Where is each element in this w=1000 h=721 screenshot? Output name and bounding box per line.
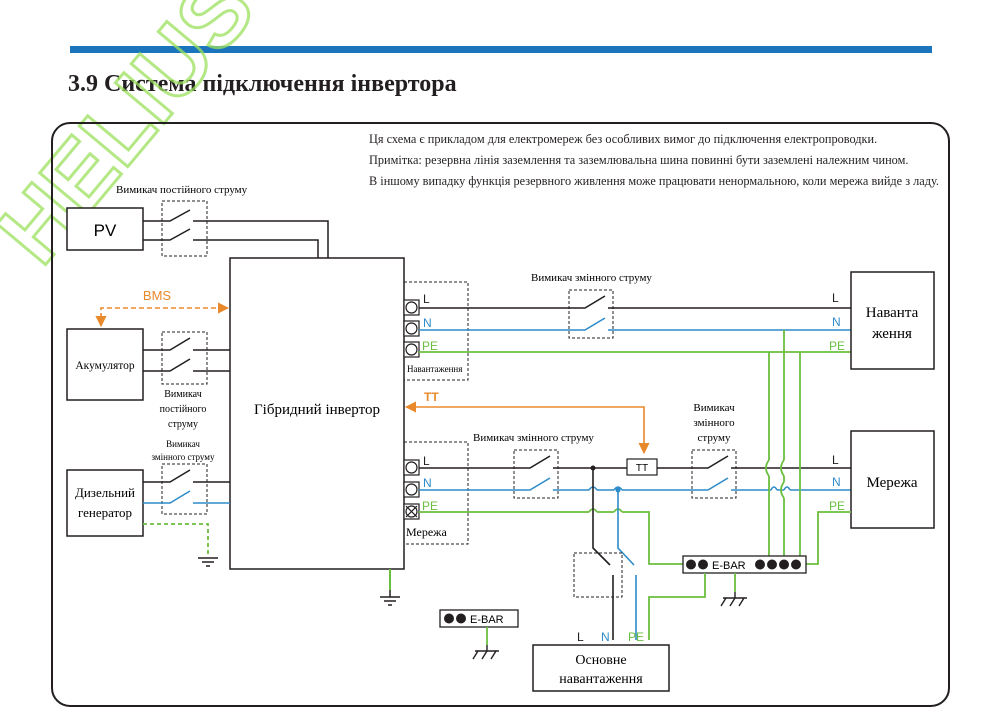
ebar-inverter-label: E-BAR: [470, 614, 504, 626]
ac-breaker-grid-inner-dashed: [513, 449, 559, 499]
bms-label: BMS: [143, 288, 172, 303]
grid-wire-PE: [419, 511, 683, 565]
main-load-N-tag: N: [601, 630, 610, 644]
grid-wire-N-tag: N: [832, 475, 841, 489]
ebar-grid: [682, 555, 807, 574]
main-load-L-tag: L: [577, 630, 584, 644]
load-port-L: L: [423, 292, 430, 306]
grid-port-L: L: [423, 454, 430, 468]
main-load-PE-tag: PE: [628, 630, 644, 644]
tt-link: [404, 401, 650, 455]
grid-terminals: [403, 459, 420, 520]
ebar-grid-ground-icon: [720, 592, 747, 607]
ac-breaker-load-label: Вимикач змінного струму: [531, 272, 652, 284]
dc-breaker-pv-switch: [143, 209, 329, 258]
grid-port-PE: PE: [422, 499, 438, 513]
ac-breaker-load-dashed: [568, 289, 614, 339]
battery-box: [66, 328, 144, 401]
grid-wire-L: [419, 455, 851, 469]
note-paragraph-1: Ця схема є прикладом для електромереж бе…: [369, 132, 878, 146]
load-box: [850, 271, 935, 370]
ac-breaker-grid-inner-label: Вимикач змінного струму: [473, 432, 594, 444]
section-accent-bar: [70, 46, 932, 53]
bms-link: [95, 302, 230, 328]
dc-breaker-pv-label: Вимикач постійного струму: [116, 184, 248, 196]
load-port-PE: PE: [422, 339, 438, 353]
dc-breaker-pv-dashed: [161, 200, 208, 257]
inverter-ground-icon: [380, 596, 400, 606]
grid-label: Мережа: [867, 475, 918, 491]
load-wire-N-tag: N: [832, 315, 841, 329]
ebar-grid-terminals: [686, 559, 801, 570]
load-wire-L: [419, 295, 851, 309]
load-wire-PE-tag: PE: [829, 339, 845, 353]
grid-box-pe-wire: [806, 511, 851, 565]
load-wire-N: [419, 317, 851, 331]
main-load-wire-N: [617, 490, 637, 640]
ac-breaker-main-load-dashed: [573, 552, 623, 598]
load-port-group-label: Навантаження: [407, 364, 462, 374]
ac-breaker-generator-switch: [143, 469, 230, 504]
dc-breaker-battery-switch: [143, 337, 230, 372]
ebar-inverter-terminals: [444, 613, 466, 624]
pv-box: [66, 207, 144, 251]
grid-port-N: N: [423, 476, 432, 490]
load-wire-L-tag: L: [832, 291, 839, 305]
note-paragraph-3: В іншому випадку функція резервного живл…: [369, 173, 939, 188]
pv-label: PV: [94, 221, 117, 240]
main-load-wire-L: [592, 468, 614, 640]
ebar-grid-label: E-BAR: [712, 560, 746, 572]
ac-breaker-generator-dashed: [161, 463, 208, 515]
load-terminals: [403, 299, 420, 358]
generator-ground-icon: [198, 557, 218, 567]
hybrid-inverter-box: [229, 257, 405, 570]
dc-breaker-battery-dashed: [161, 331, 208, 385]
diagram-frame: [51, 122, 950, 707]
grid-port-group-label: Мережа: [406, 525, 447, 539]
diagram-note: Ця схема є прикладом для електромереж бе…: [369, 129, 944, 191]
grid-box: [850, 430, 935, 529]
main-load-wire-PE: [648, 573, 706, 640]
battery-label: Акумулятор: [75, 360, 135, 372]
grid-wire-L-tag: L: [832, 453, 839, 467]
section-title: 3.9 Система підключення інвертора: [68, 71, 457, 97]
tt-label: TT: [424, 390, 439, 404]
grid-wire-N: [419, 477, 851, 491]
main-load-box: [532, 644, 670, 692]
grid-wire-PE-tag: PE: [829, 499, 845, 513]
ebar-inverter-ground-icon: [472, 645, 499, 660]
hybrid-inverter-label: Гібридний інвертор: [254, 402, 380, 418]
diesel-generator-box: [66, 469, 144, 537]
load-port-N: N: [423, 316, 432, 330]
generator-ground-wire: [143, 523, 209, 556]
ac-breaker-grid-outer-dashed: [691, 449, 737, 499]
ct-box: [626, 458, 658, 476]
note-paragraph-2: Примітка: резервна лінія заземлення та з…: [369, 152, 909, 167]
ct-box-label: TT: [636, 463, 648, 474]
